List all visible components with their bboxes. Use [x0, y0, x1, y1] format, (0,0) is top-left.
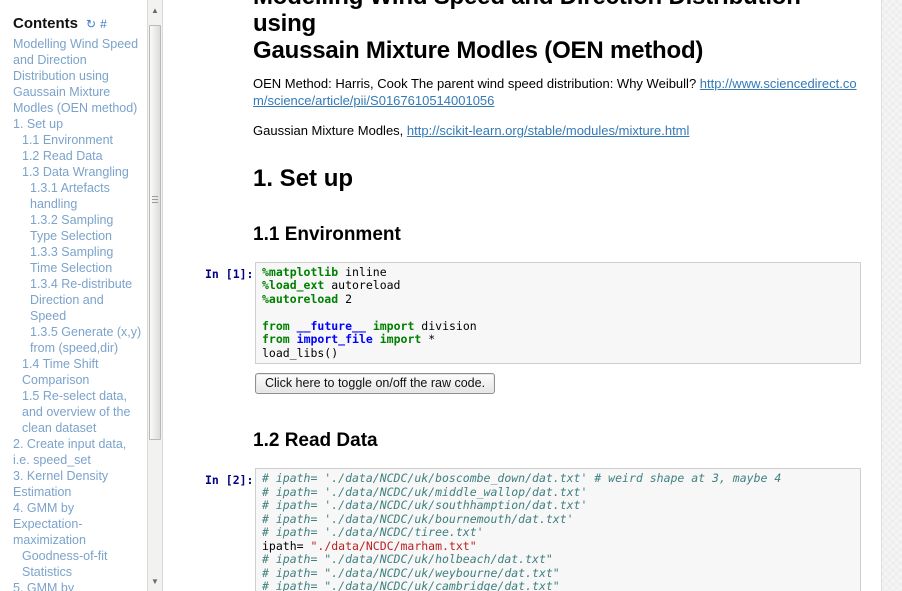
toggle-button-row: Click here to toggle on/off the raw code…	[255, 373, 859, 394]
code-line: from import_file import *	[262, 332, 436, 346]
toc-link[interactable]: 1.1 Environment	[22, 133, 114, 147]
toc-sidebar: Contents ↻# Modelling Wind Speed and Dire…	[0, 0, 147, 591]
toc-link[interactable]: 4. GMM by Expectation-maximization	[13, 501, 86, 547]
code-line: # ipath= './data/NCDC/tiree.txt'	[262, 525, 484, 539]
code-cell-1: In [1]: %matplotlib inline%load_ext auto…	[205, 261, 861, 364]
toc-link[interactable]: 1.3.2 Sampling Type Selection	[30, 213, 114, 243]
code-line: # ipath= './data/NCDC/uk/bournemouth/dat…	[262, 511, 574, 526]
toc-link[interactable]: 1.5 Re-select data, and overview of the …	[22, 389, 131, 435]
toc-link[interactable]: Goodness-of-fit Statistics	[22, 549, 108, 579]
code-line: # ipath= './data/NCDC/uk/boscombe_down/d…	[262, 471, 782, 485]
code-cell-2: In [2]: # ipath= './data/NCDC/uk/boscomb…	[205, 468, 861, 591]
toc-link[interactable]: 1.3.5 Generate (x,y) from (speed,dir)	[30, 325, 142, 355]
toc-link[interactable]: 1.2 Read Data	[22, 149, 103, 163]
cell-1-input-prompt: In [1]:	[205, 266, 254, 281]
code-line: %autoreload 2	[262, 291, 353, 306]
heading-setup: 1. Set up	[253, 164, 354, 192]
toc-link[interactable]: 1. Set up	[13, 117, 64, 131]
toc-link[interactable]: 2. Create input data, i.e. speed_set	[13, 437, 127, 467]
heading-read-data: 1.2 Read Data	[253, 430, 378, 451]
code-line: from __future__ import division	[262, 318, 477, 333]
toc-list: Modelling Wind Speed and Direction Distr…	[0, 36, 147, 591]
code-line: ipath= "./data/NCDC/marham.txt"	[262, 538, 477, 553]
paragraph-oen-method: OEN Method: Harris, Cook The parent wind…	[253, 76, 859, 109]
toc-link[interactable]: 5. GMM by Optimization	[13, 581, 75, 591]
scrollbar-thumb[interactable]	[149, 25, 161, 440]
notebook-title: Modelling Wind Speed and Direction Distr…	[253, 0, 801, 64]
code-line: # ipath= "./data/NCDC/uk/cambridge/dat.t…	[262, 579, 560, 591]
scrollbar-down-arrow-icon[interactable]: ▼	[151, 576, 159, 586]
toc-header: Contents ↻#	[0, 0, 147, 36]
toc-title: Contents	[13, 15, 78, 32]
paragraph-gmm-text: Gaussian Mixture Modles,	[253, 123, 407, 138]
sidebar-scrollbar[interactable]: ▲ ▼	[147, 0, 163, 591]
toc-link[interactable]: Modelling Wind Speed and Direction Distr…	[13, 37, 139, 115]
sciencedirect-link[interactable]: http://www.sciencedirect.com/science/art…	[253, 76, 857, 108]
cell-1-code-editor[interactable]: %matplotlib inline%load_ext autoreload%a…	[255, 261, 861, 364]
scrollbar-grip-icon	[152, 194, 158, 205]
toc-anchor-icon[interactable]: #	[100, 17, 107, 31]
toc-link[interactable]: 1.4 Time Shift Comparison	[22, 357, 99, 387]
code-line: %matplotlib inline	[262, 264, 387, 279]
cell-2-code-editor[interactable]: # ipath= './data/NCDC/uk/boscombe_down/d…	[255, 468, 861, 591]
toc-link[interactable]: 1.3.3 Sampling Time Selection	[30, 245, 114, 275]
code-line: # ipath= './data/NCDC/uk/middle_wallop/d…	[262, 484, 588, 499]
paragraph-oen-text: OEN Method: Harris, Cook The parent wind…	[253, 76, 700, 91]
toc-link[interactable]: 1.3.1 Artefacts handling	[30, 181, 110, 211]
paragraph-gmm: Gaussian Mixture Modles, http://scikit-l…	[253, 123, 859, 140]
toc-link[interactable]: 3. Kernel Density Estimation	[13, 469, 109, 499]
scrollbar-up-arrow-icon[interactable]: ▲	[151, 5, 159, 15]
code-line	[262, 306, 854, 320]
code-line: load_libs()	[262, 345, 339, 360]
toc-link[interactable]: 1.3 Data Wrangling	[22, 165, 129, 179]
cell-2-input-prompt: In [2]:	[205, 473, 254, 487]
code-line: %load_ext autoreload	[262, 278, 401, 292]
code-line: # ipath= './data/NCDC/uk/southhamption/d…	[262, 498, 588, 512]
code-line: # ipath= "./data/NCDC/uk/holbeach/dat.tx…	[262, 552, 553, 566]
scikit-learn-link[interactable]: http://scikit-learn.org/stable/modules/m…	[406, 123, 690, 138]
toc-link[interactable]: 1.3.4 Re-distribute Direction and Speed	[30, 277, 133, 323]
notebook-main: Modelling Wind Speed and Direction Distr…	[163, 0, 882, 591]
heading-environment: 1.1 Environment	[253, 223, 401, 245]
toggle-raw-code-button[interactable]: Click here to toggle on/off the raw code…	[255, 373, 496, 394]
code-line: # ipath= "./data/NCDC/uk/weybourne/dat.t…	[262, 565, 560, 580]
toc-refresh-icon[interactable]: ↻	[86, 17, 97, 31]
